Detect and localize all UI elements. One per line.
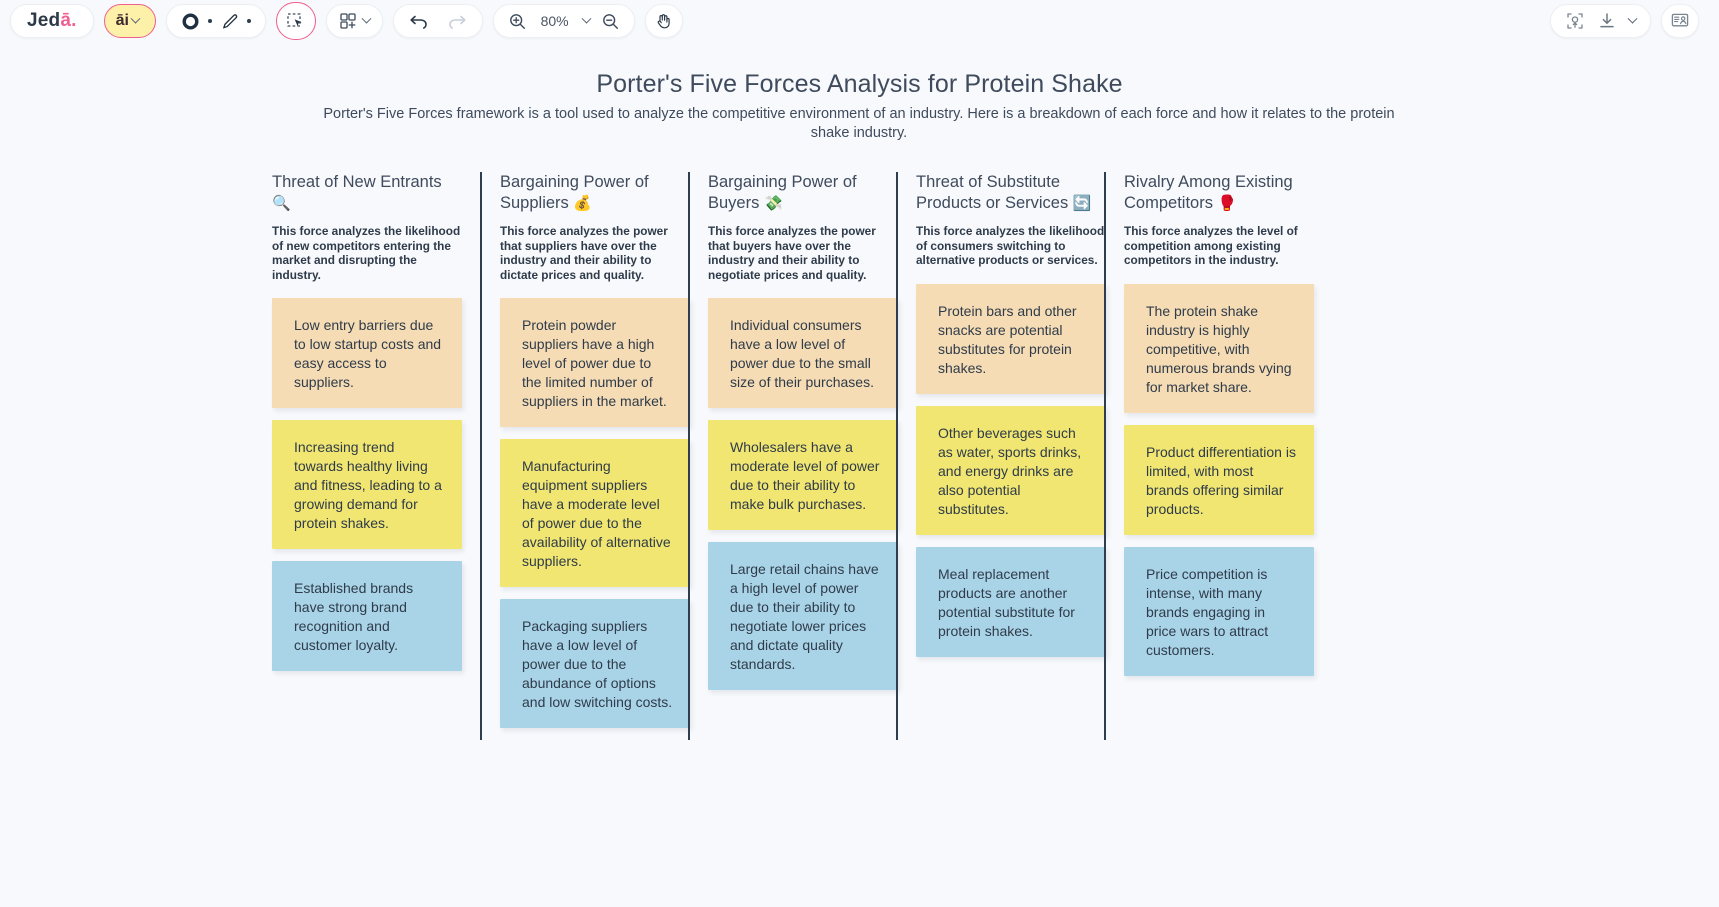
force-title[interactable]: Threat of New Entrants 🔍	[272, 172, 462, 214]
whiteboard-canvas[interactable]: Porter's Five Forces Analysis for Protei…	[0, 42, 1719, 907]
sticky-note[interactable]: Wholesalers have a moderate level of pow…	[708, 420, 898, 531]
sticky-note[interactable]: Large retail chains have a high level of…	[708, 542, 898, 691]
hand-pan-icon	[657, 13, 670, 28]
sticky-note[interactable]: Protein bars and other snacks are potent…	[916, 283, 1106, 394]
zoom-group: 80%	[492, 4, 635, 38]
force-description: This force analyzes the likelihood of ne…	[272, 224, 461, 282]
zoom-out-icon[interactable]	[601, 12, 620, 31]
shape-options-dot-icon[interactable]	[207, 19, 212, 23]
sticky-note[interactable]: Individual consumers have a low level of…	[708, 298, 898, 409]
present-button[interactable]	[1661, 4, 1699, 38]
force-emoji-icon: 🔄	[1072, 195, 1092, 212]
force-column-inner: Threat of New Entrants 🔍 This force analy…	[272, 172, 462, 672]
chevron-down-icon	[130, 13, 141, 24]
force-column[interactable]: Threat of Substitute Products or Service…	[896, 172, 1106, 741]
force-title-text: Threat of New Entrants	[272, 173, 442, 191]
zoom-chevron-down-icon[interactable]	[581, 13, 592, 24]
force-title[interactable]: Bargaining Power of Buyers 💸	[708, 172, 898, 214]
sticky-note[interactable]: Low entry barriers due to low startup co…	[272, 298, 462, 409]
force-column[interactable]: Bargaining Power of Buyers 💸 This force a…	[688, 172, 898, 741]
present-icon	[1671, 13, 1689, 27]
force-emoji-icon: 🥊	[1217, 195, 1237, 212]
force-title-text: Bargaining Power of Suppliers	[500, 173, 649, 212]
force-column[interactable]: Threat of New Entrants 🔍 This force analy…	[272, 172, 480, 740]
five-forces-columns: Threat of New Entrants 🔍 This force analy…	[272, 172, 1462, 741]
force-column-inner: Bargaining Power of Buyers 💸 This force a…	[708, 172, 898, 691]
force-title[interactable]: Bargaining Power of Suppliers 💰	[500, 172, 690, 214]
force-emoji-icon: 💰	[573, 195, 593, 212]
force-description: This force analyzes the likelihood of co…	[916, 224, 1105, 268]
ai-mode-button[interactable]: āi	[103, 4, 156, 38]
force-column[interactable]: Bargaining Power of Suppliers 💰 This forc…	[480, 172, 690, 741]
history-group	[392, 4, 483, 38]
draw-tools-group	[165, 4, 266, 38]
frame-add-icon	[339, 13, 356, 29]
pen-icon[interactable]	[220, 12, 239, 31]
logo-main-text: Jed	[27, 10, 61, 31]
force-description: This force analyzes the power that suppl…	[500, 224, 668, 282]
download-chevron-down-icon[interactable]	[1627, 13, 1638, 24]
sticky-note[interactable]: Established brands have strong brand rec…	[272, 561, 462, 672]
pen-options-dot-icon[interactable]	[246, 19, 251, 23]
toolbar-right-group	[1550, 4, 1709, 38]
sticky-note[interactable]: Other beverages such as water, sports dr…	[916, 405, 1106, 535]
force-title[interactable]: Threat of Substitute Products or Service…	[916, 172, 1106, 214]
ai-label: āi	[115, 12, 129, 29]
force-emoji-icon: 💸	[763, 195, 783, 212]
force-title-text: Threat of Substitute Products or Service…	[916, 173, 1069, 212]
zoom-in-icon[interactable]	[508, 12, 527, 31]
redo-icon	[446, 12, 468, 30]
sticky-note[interactable]: Meal replacement products are another po…	[916, 546, 1106, 657]
force-description: This force analyzes the level of competi…	[1124, 224, 1298, 268]
force-description: This force analyzes the power that buyer…	[708, 224, 876, 282]
sticky-note-list: Individual consumers have a low level of…	[708, 298, 898, 691]
zoom-level-value[interactable]: 80%	[540, 13, 569, 29]
sticky-note-list: Low entry barriers due to low startup co…	[272, 298, 462, 672]
force-column-inner: Bargaining Power of Suppliers 💰 This forc…	[500, 172, 690, 729]
sticky-note-list: Protein bars and other snacks are potent…	[916, 283, 1106, 657]
force-title-text: Bargaining Power of Buyers	[708, 173, 857, 212]
sticky-note[interactable]: Increasing trend towards healthy living …	[272, 420, 462, 550]
sticky-note[interactable]: The protein shake industry is highly com…	[1124, 283, 1314, 413]
logo-accent-text: ā.	[60, 10, 77, 31]
sticky-note[interactable]: Product differentiation is limited, with…	[1124, 424, 1314, 535]
snapshot-upload-icon[interactable]	[1565, 11, 1585, 31]
sticky-note[interactable]: Manufacturing equipment suppliers have a…	[500, 439, 690, 588]
undo-icon[interactable]	[408, 12, 430, 30]
pan-tool-button[interactable]	[644, 4, 683, 38]
download-icon[interactable]	[1597, 11, 1617, 31]
sticky-note[interactable]: Protein powder suppliers have a high lev…	[500, 298, 690, 428]
frame-tool-button[interactable]	[325, 4, 383, 38]
frame-chevron-down-icon[interactable]	[361, 13, 372, 24]
page-subtitle: Porter's Five Forces framework is a tool…	[323, 106, 1395, 141]
select-cursor-icon	[287, 12, 302, 27]
sticky-note-list: The protein shake industry is highly com…	[1124, 283, 1314, 676]
force-column-inner: Threat of Substitute Products or Service…	[916, 172, 1106, 657]
page-title: Porter's Five Forces Analysis for Protei…	[596, 70, 1123, 98]
force-title-text: Rivalry Among Existing Competitors	[1124, 173, 1293, 212]
force-column-inner: Rivalry Among Existing Competitors 🥊 This…	[1124, 172, 1314, 676]
sticky-note-list: Protein powder suppliers have a high lev…	[500, 298, 690, 729]
force-title[interactable]: Rivalry Among Existing Competitors 🥊	[1124, 172, 1314, 214]
sticky-note[interactable]: Packaging suppliers have a low level of …	[500, 599, 690, 729]
select-tool-button[interactable]	[275, 2, 316, 40]
force-emoji-icon: 🔍	[272, 195, 291, 212]
export-group	[1550, 4, 1651, 38]
circle-shape-icon[interactable]	[181, 12, 200, 31]
sticky-note[interactable]: Price competition is intense, with many …	[1124, 546, 1314, 676]
force-column[interactable]: Rivalry Among Existing Competitors 🥊 This…	[1104, 172, 1314, 741]
